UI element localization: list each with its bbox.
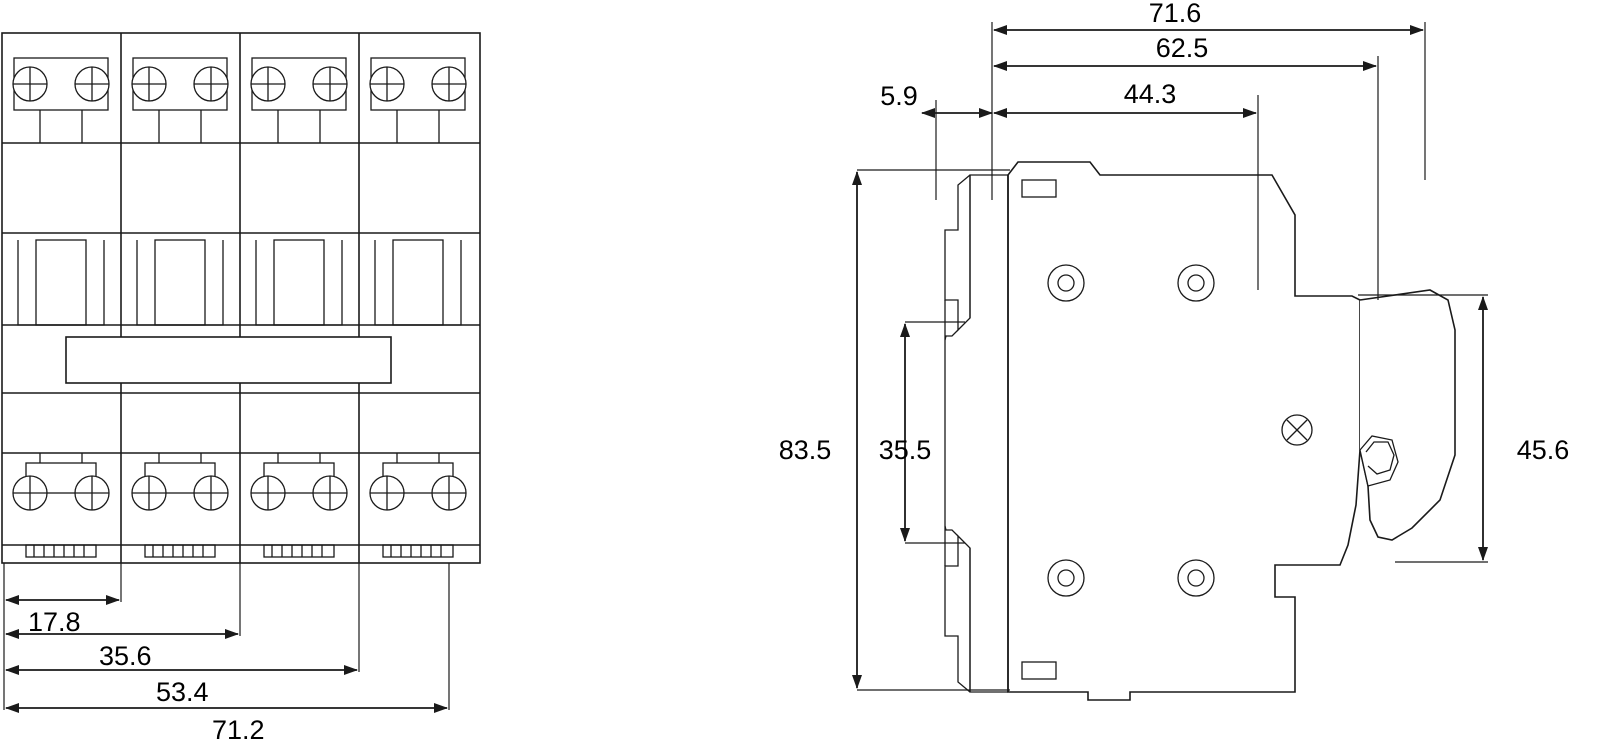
dimension-71-6: 71.6 — [1149, 0, 1202, 28]
front-view-bottom-terminals — [12, 453, 467, 511]
front-view-toggle-bar — [65, 336, 392, 384]
front-view-din-clips — [25, 544, 454, 558]
front-view-dimensions: 17.8 35.6 53.4 71.2 — [3, 563, 450, 740]
dimension-62-5: 62.5 — [1156, 33, 1209, 63]
dimension-53-4: 53.4 — [156, 677, 209, 707]
dimension-83-5: 83.5 — [779, 435, 832, 465]
dimension-35-6: 35.6 — [99, 641, 152, 671]
dimension-45-6: 45.6 — [1517, 435, 1570, 465]
side-view-center-screw — [1281, 414, 1313, 446]
dimension-5-9: 5.9 — [880, 81, 918, 111]
dimension-17-8: 17.8 — [28, 607, 81, 637]
side-view-body — [944, 161, 1456, 701]
front-view-pole-dividers — [120, 33, 360, 563]
side-view-dimensions: 71.6 62.5 44.3 5.9 83.5 35.5 45. — [779, 0, 1570, 691]
front-view-top-terminals — [12, 57, 467, 143]
front-view-toggle-windows — [17, 239, 462, 326]
dimension-35-5: 35.5 — [879, 435, 932, 465]
front-view-body — [1, 32, 481, 564]
dimension-71-2: 71.2 — [212, 715, 265, 740]
dimension-44-3: 44.3 — [1124, 79, 1177, 109]
side-view-terminal-bosses — [1047, 264, 1215, 597]
